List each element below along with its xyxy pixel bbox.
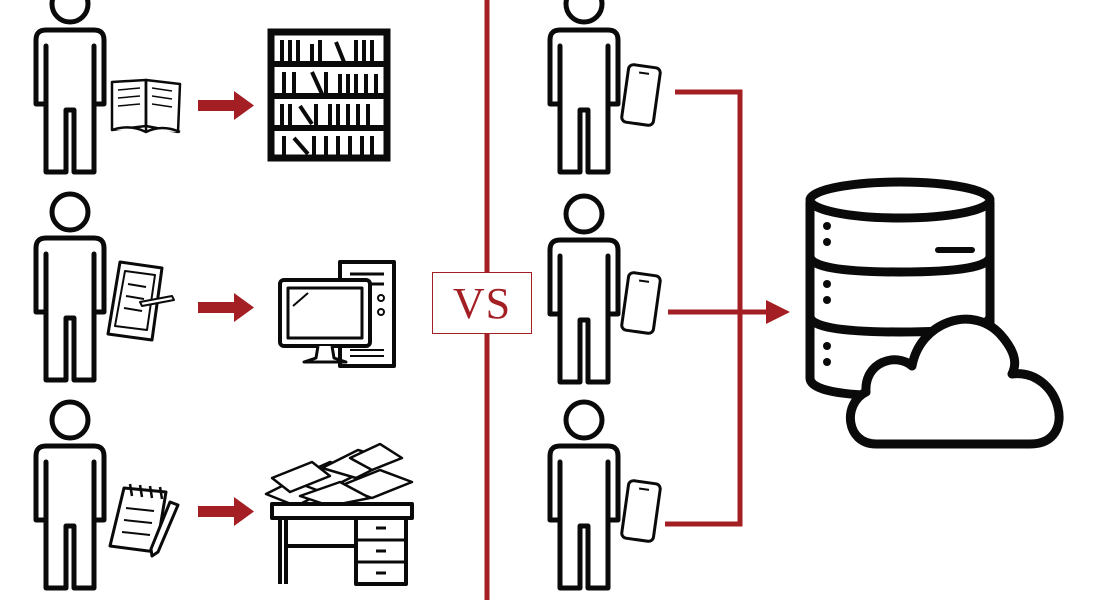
smartphone-icon	[619, 62, 663, 128]
connector-bracket	[665, 89, 770, 527]
notepad-with-pencil-icon	[108, 483, 180, 558]
open-book-icon	[110, 78, 182, 134]
desktop-computer-icon	[278, 260, 396, 368]
arrow-icon	[198, 91, 254, 120]
bookshelf-icon	[267, 28, 391, 162]
person-icon	[36, 0, 104, 172]
cloud-database-server-icon	[805, 177, 1064, 449]
tablet-with-stylus-icon	[106, 260, 175, 342]
smartphone-icon	[619, 478, 663, 544]
vs-label: VS	[432, 272, 532, 334]
person-icon	[550, 0, 618, 172]
arrow-head	[766, 300, 790, 324]
arrow-icon	[198, 293, 254, 322]
paper-covered-desk-icon	[264, 442, 414, 586]
person-icon	[550, 196, 618, 382]
person-icon	[36, 402, 104, 588]
person-icon	[36, 194, 104, 380]
arrow-icon	[198, 497, 254, 526]
person-icon	[550, 402, 618, 588]
smartphone-icon	[619, 270, 663, 336]
